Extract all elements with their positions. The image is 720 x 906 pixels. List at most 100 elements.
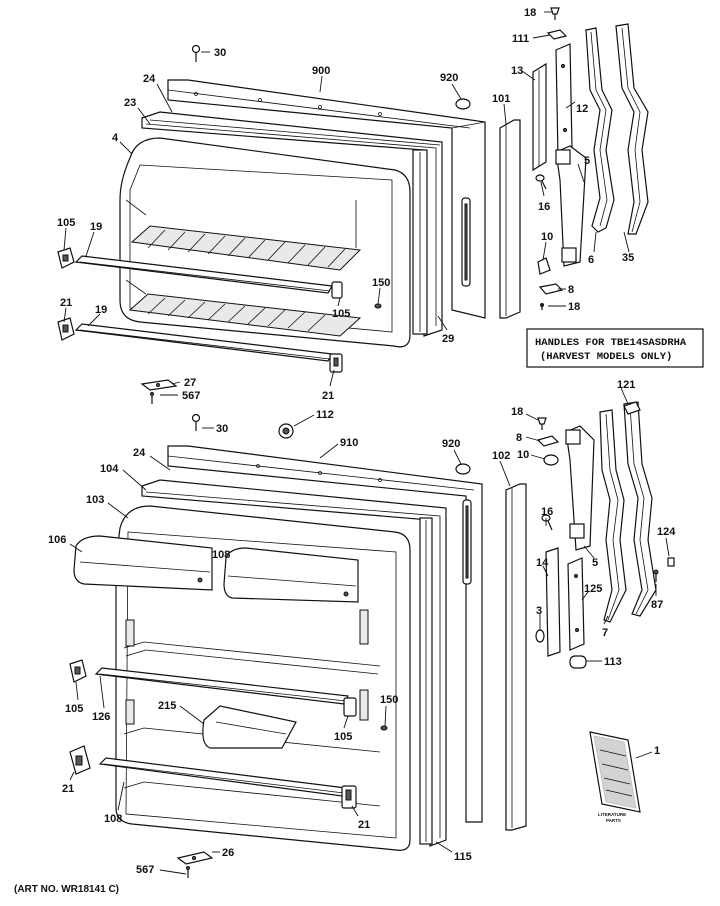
- label-567-top: 567: [182, 390, 200, 402]
- label-105-top-left: 105: [57, 217, 75, 229]
- label-125: 125: [584, 583, 602, 595]
- label-10-bottom: 10: [517, 449, 529, 461]
- bushing-113: [569, 655, 587, 669]
- label-115: 115: [454, 851, 472, 863]
- bin-215: [202, 705, 297, 749]
- freezer-shelf-lower: [128, 293, 362, 337]
- bracket-21-left: [69, 745, 91, 775]
- dairy-compartment-106: [73, 535, 213, 591]
- handle-bracket-125: [567, 557, 585, 651]
- fresh-food-outer-door-910: [167, 445, 483, 823]
- label-6: 6: [588, 254, 594, 266]
- label-111: 111: [512, 33, 529, 45]
- label-112: 112: [316, 409, 334, 421]
- label-105-bottom-right: 105: [334, 731, 352, 743]
- label-3: 3: [536, 605, 542, 617]
- label-920-bottom: 920: [442, 438, 460, 450]
- fresh-food-door-assembly: [69, 445, 483, 851]
- screw-87: [653, 569, 659, 582]
- washer-8-top: [538, 283, 564, 295]
- plug-920: [455, 98, 471, 110]
- label-26: 26: [222, 847, 234, 859]
- label-21-bottom-left: 21: [62, 783, 74, 795]
- label-13: 13: [511, 65, 523, 77]
- cap-3: [535, 629, 545, 643]
- fastener-111: [546, 29, 568, 40]
- bracket-21-right: [341, 785, 357, 809]
- label-8-top: 8: [568, 284, 574, 296]
- label-18-bottom: 18: [511, 406, 523, 418]
- label-29: 29: [442, 333, 454, 345]
- label-1: 1: [654, 745, 660, 757]
- handle-mount-5: [555, 145, 587, 267]
- label-900: 900: [312, 65, 330, 77]
- washer-8-b: [536, 435, 560, 447]
- screw-30: [191, 44, 201, 62]
- fresh-food-door-gasket-104: [141, 479, 447, 847]
- note-line-1: HANDLES FOR TBE14SASDRHA: [535, 337, 687, 349]
- label-108-upper: 108: [212, 549, 230, 561]
- label-150-top: 150: [372, 277, 390, 289]
- label-27: 27: [184, 377, 196, 389]
- label-14: 14: [536, 557, 549, 569]
- handle-cap-14: [545, 547, 561, 657]
- label-150-bottom: 150: [380, 694, 398, 706]
- label-16-bottom: 16: [541, 506, 553, 518]
- bushing-112: [278, 423, 294, 439]
- label-87: 87: [651, 599, 663, 611]
- screw-150-bottom: [380, 725, 388, 731]
- freezer-door-gasket: [141, 111, 443, 337]
- leader-lines: [63, 11, 670, 875]
- label-101: 101: [492, 93, 510, 105]
- label-18-lower: 18: [568, 301, 580, 313]
- literature-parts-1: LITERATURE PARTS: [589, 731, 641, 823]
- screw-16-top: [535, 174, 547, 190]
- literature-caption-2: PARTS: [606, 818, 621, 823]
- label-106: 106: [48, 534, 66, 546]
- handle-35: [615, 23, 649, 235]
- handle-6: [585, 27, 615, 233]
- handle-trim-101: [499, 119, 521, 319]
- cap-10-top: [537, 257, 551, 275]
- harvest-handles-note: HANDLES FOR TBE14SASDRHA (HARVEST MODELS…: [526, 328, 704, 368]
- cap-10-b: [543, 454, 559, 466]
- handle-bracket-12: [555, 43, 573, 158]
- screw-18-lower: [540, 303, 544, 310]
- shelf-bar-bracket-21: [57, 317, 75, 341]
- label-121: 121: [617, 379, 635, 391]
- label-105-top-right: 105: [332, 308, 350, 320]
- label-910: 910: [340, 437, 358, 449]
- note-line-2: (HARVEST MODELS ONLY): [540, 351, 672, 363]
- handle-121: [623, 401, 657, 617]
- hinge-bracket-26: [176, 851, 214, 865]
- plug-920-bottom: [455, 463, 471, 475]
- label-12: 12: [576, 103, 588, 115]
- freezer-door-liner: [119, 137, 411, 348]
- handle-mount-5-b: [565, 425, 595, 551]
- label-103: 103: [86, 494, 104, 506]
- screw-567-bottom: [186, 866, 190, 878]
- shelf-bar-end-cap: [329, 281, 343, 373]
- label-18-top: 18: [524, 7, 536, 19]
- label-104: 104: [100, 463, 119, 475]
- freezer-door-assembly: [57, 44, 486, 373]
- handle-7: [599, 409, 627, 623]
- label-920-top: 920: [440, 72, 458, 84]
- label-215: 215: [158, 700, 176, 712]
- label-5-bottom: 5: [592, 557, 598, 569]
- label-23: 23: [124, 97, 136, 109]
- dairy-compartment-108: [223, 547, 359, 603]
- label-567-bottom: 567: [136, 864, 154, 876]
- literature-caption-1: LITERATURE: [598, 812, 626, 817]
- label-102: 102: [492, 450, 510, 462]
- label-7: 7: [602, 627, 608, 639]
- label-19-lower: 19: [95, 304, 107, 316]
- label-24-top: 24: [143, 73, 156, 85]
- label-5-top: 5: [584, 155, 590, 167]
- label-105-bottom-left: 105: [65, 703, 83, 715]
- label-24-bottom: 24: [133, 447, 146, 459]
- bracket-105-right: [343, 697, 357, 717]
- freezer-shelf-upper: [130, 225, 362, 271]
- hinge-bracket-27: [140, 379, 178, 391]
- label-8-bottom: 8: [516, 432, 522, 444]
